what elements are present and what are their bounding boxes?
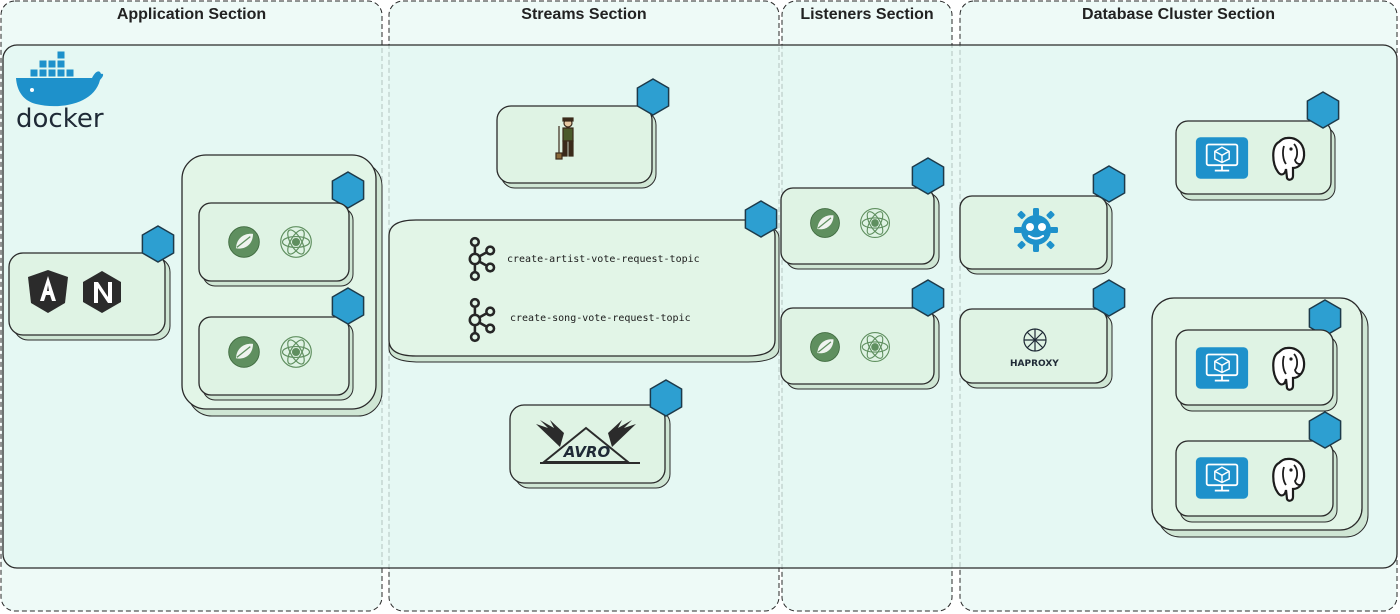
backend-service-card[interactable] — [198, 316, 354, 401]
haproxy-wordmark: HAPROXY — [1010, 359, 1059, 369]
gardener-figure-icon — [555, 117, 574, 160]
kafka-topic-label: create-artist-vote-request-topic — [507, 254, 700, 265]
backend-service-card[interactable] — [198, 202, 354, 287]
database-section-title: Database Cluster Section — [1082, 6, 1275, 23]
spring-boot-icon — [809, 207, 841, 239]
docker-wordmark: docker — [16, 104, 104, 134]
haproxy-icon — [1023, 328, 1047, 352]
application-section-title: Application Section — [116, 6, 267, 23]
listener-service-card[interactable] — [780, 307, 940, 390]
angular-icon — [28, 270, 68, 313]
gardener-card[interactable] — [496, 105, 657, 189]
nginx-icon — [83, 271, 121, 313]
gear-robot-icon — [1012, 206, 1060, 254]
virtual-machine-icon — [1195, 136, 1249, 180]
listener-service-card[interactable] — [780, 187, 940, 270]
spring-boot-icon — [809, 331, 841, 363]
spring-boot-icon — [228, 226, 260, 258]
spring-boot-icon — [228, 336, 260, 368]
listeners-section-title: Listeners Section — [800, 6, 934, 23]
streams-section-title: Streams Section — [521, 6, 647, 23]
avro-wordmark: AVRO — [563, 443, 611, 461]
virtual-machine-icon — [1195, 456, 1249, 500]
kafka-topics-card[interactable] — [388, 219, 780, 363]
haproxy-card[interactable] — [959, 308, 1113, 389]
docker-whale-icon — [16, 50, 104, 107]
virtual-machine-icon — [1195, 346, 1249, 390]
kafka-topic-label: create-song-vote-request-topic — [510, 313, 691, 324]
avro-wings-icon — [536, 420, 640, 464]
